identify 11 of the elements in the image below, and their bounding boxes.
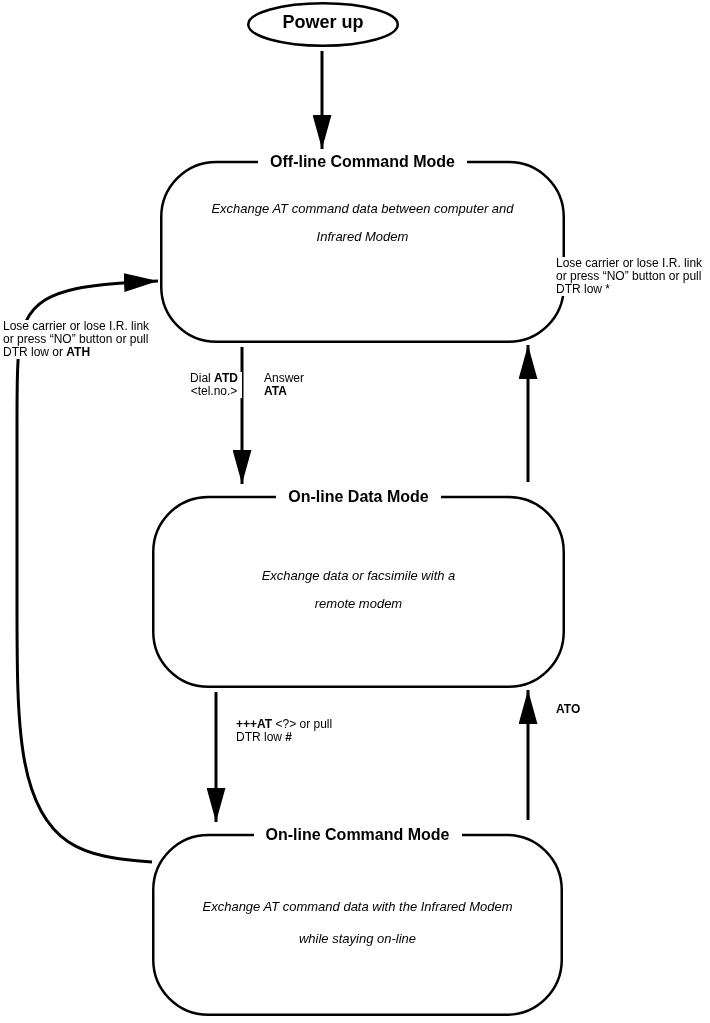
mode-description: Exchange data or facsimile with a remote modem: [260, 567, 457, 613]
start-label: Power up: [281, 12, 365, 33]
arrow: [518, 690, 538, 820]
arrow: [518, 345, 538, 482]
mode-description: Exchange AT command data between computer and Infrared Modem: [210, 200, 515, 246]
arrow: [15, 273, 159, 864]
arrow: [206, 692, 226, 822]
arrow: [232, 347, 252, 484]
arrow: [312, 51, 332, 149]
start-ellipse: [247, 2, 399, 47]
mode-description: Exchange AT command data with the Infrared Modem while staying on-line: [201, 898, 514, 948]
